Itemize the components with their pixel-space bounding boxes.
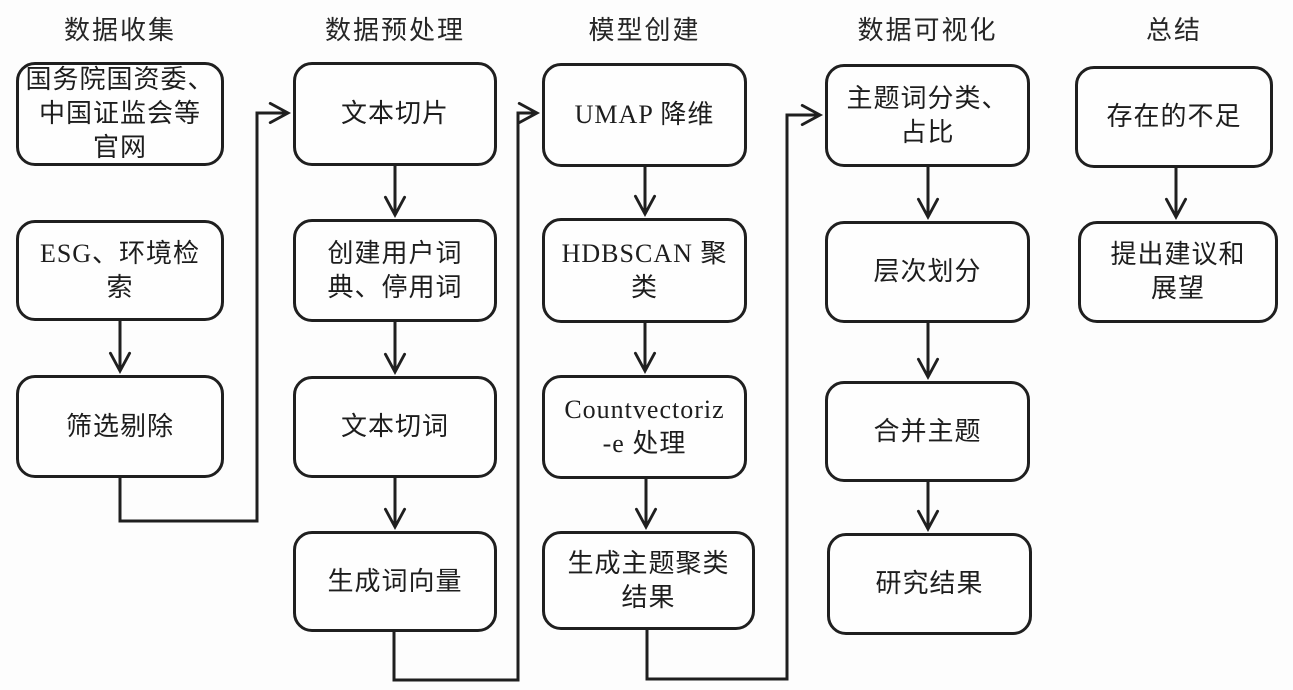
box-text-slicing: 文本切片 [293, 62, 497, 166]
box-umap: UMAP 降维 [542, 63, 747, 167]
elbow-filter-to-slicing [118, 101, 292, 523]
box-user-dict-stopwords: 创建用户词 典、停用词 [293, 219, 497, 322]
box-shortcomings: 存在的不足 [1075, 66, 1273, 168]
box-suggestions-outlook: 提出建议和 展望 [1078, 221, 1278, 323]
box-research-results: 研究结果 [827, 533, 1032, 635]
elbow-results-to-classification [645, 103, 824, 681]
column-header-data-collection: 数据收集 [63, 16, 176, 45]
box-topic-cluster-results: 生成主题聚类 结果 [542, 531, 755, 630]
box-gov-websites: 国务院国资委、 中国证监会等 官网 [16, 62, 224, 166]
box-text-segmentation: 文本切词 [293, 376, 497, 478]
box-esg-search: ESG、环境检 索 [16, 220, 224, 321]
box-filter-remove: 筛选剔除 [16, 375, 224, 478]
column-header-data-visualization: 数据可视化 [857, 16, 998, 45]
box-hierarchy-division: 层次划分 [825, 221, 1030, 323]
box-hdbscan: HDBSCAN 聚 类 [542, 218, 747, 323]
box-merge-topics: 合并主题 [825, 381, 1030, 482]
elbow-vectors-to-umap [392, 101, 541, 682]
box-countvectorizer: Countvectoriz -e 处理 [542, 375, 747, 479]
box-word-vectors: 生成词向量 [293, 531, 497, 632]
box-topic-classification: 主题词分类、 占比 [825, 64, 1030, 167]
column-header-summary: 总结 [1145, 16, 1202, 45]
column-header-data-preprocessing: 数据预处理 [324, 16, 465, 45]
column-header-model-creation: 模型创建 [588, 16, 701, 45]
